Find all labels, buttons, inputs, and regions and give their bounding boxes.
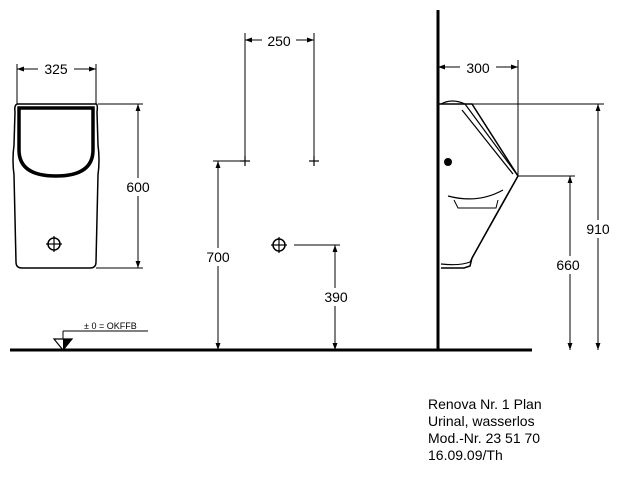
- front-view-lid: [17, 106, 95, 178]
- bolt-marker-right: [309, 156, 319, 166]
- floor-reference-label: ± 0 = OKFFB: [84, 321, 137, 331]
- front-height-label: 600: [126, 179, 150, 195]
- side-view: 300 910 660: [437, 59, 615, 350]
- side-total-height-label: 910: [586, 221, 610, 237]
- front-view-body: [12, 103, 100, 269]
- outlet-height-label: 390: [324, 289, 348, 305]
- side-view-body: [438, 103, 519, 269]
- side-rim-height-label: 660: [556, 257, 580, 273]
- floor-reference-symbol: ± 0 = OKFFB: [52, 321, 148, 351]
- side-view-bowl-outer: [440, 100, 519, 266]
- front-width-label: 325: [44, 61, 68, 77]
- front-view: 325 600: [12, 60, 156, 269]
- side-view-drain-trap: [453, 199, 499, 209]
- title-block-description: Urinal, wasserlos: [428, 413, 535, 429]
- side-view-bowl-inner: [461, 109, 514, 175]
- title-block: Renova Nr. 1 Plan Urinal, wasserlos Mod.…: [428, 396, 542, 464]
- bolt-height-label: 700: [206, 249, 230, 265]
- side-depth-label: 300: [466, 60, 490, 76]
- title-block-model-number: Mod.-Nr. 23 51 70: [428, 430, 541, 446]
- installation-view: 250 700 390: [200, 32, 354, 350]
- title-block-product: Renova Nr. 1 Plan: [428, 396, 542, 412]
- title-block-date: 16.09.09/Th: [428, 447, 503, 463]
- outlet-symbol: [46, 236, 62, 252]
- outlet-marker: [271, 237, 287, 253]
- side-view-drain-curve: [447, 189, 504, 200]
- side-view-bolt: [444, 158, 452, 166]
- bolt-marker-left: [240, 156, 250, 166]
- bolt-spacing-label: 250: [267, 33, 291, 49]
